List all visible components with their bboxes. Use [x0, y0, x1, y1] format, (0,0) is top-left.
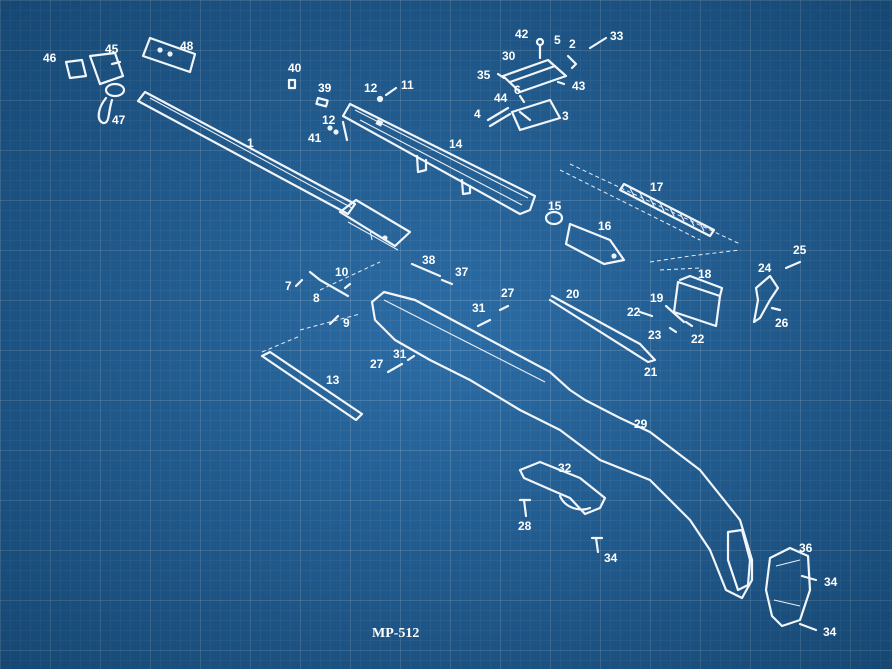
label-27a: 27 — [501, 286, 515, 300]
label-15: 15 — [548, 199, 562, 213]
label-3: 3 — [562, 109, 569, 123]
label-16: 16 — [598, 219, 612, 233]
part-small-screws — [518, 498, 818, 632]
label-8: 8 — [313, 291, 320, 305]
label-42: 42 — [515, 27, 529, 41]
label-34a: 34 — [604, 551, 618, 565]
label-4: 4 — [474, 107, 481, 121]
label-17: 17 — [650, 180, 664, 194]
label-12b: 12 — [322, 113, 336, 127]
label-30: 30 — [502, 49, 516, 63]
label-35: 35 — [477, 68, 491, 82]
label-34b: 34 — [824, 575, 838, 589]
part-trigger-housing — [638, 249, 741, 334]
label-46: 46 — [43, 51, 57, 65]
part-axle-pin — [410, 262, 454, 286]
label-5: 5 — [554, 33, 561, 47]
label-21: 21 — [644, 365, 658, 379]
label-47: 47 — [112, 113, 126, 127]
label-18: 18 — [698, 267, 712, 281]
label-48: 48 — [180, 39, 194, 53]
label-40: 40 — [288, 61, 302, 75]
part-spring-and-piston — [544, 163, 741, 266]
part-stock-screws — [386, 304, 510, 374]
part-trigger — [752, 260, 802, 324]
label-25: 25 — [793, 243, 807, 257]
part-rear-sight — [486, 36, 608, 132]
part-small-pins — [287, 78, 398, 142]
label-19: 19 — [650, 291, 664, 305]
label-36: 36 — [799, 541, 813, 555]
part-trigger-guard — [518, 460, 607, 516]
label-26: 26 — [775, 316, 789, 330]
label-14: 14 — [449, 137, 463, 151]
part-barrel — [136, 90, 412, 251]
label-43: 43 — [572, 79, 586, 93]
label-28: 28 — [518, 519, 532, 533]
label-38: 38 — [422, 253, 436, 267]
diagram-title: MP-512 — [372, 626, 419, 641]
label-41: 41 — [308, 131, 322, 145]
label-45: 45 — [105, 42, 119, 56]
label-10: 10 — [335, 265, 349, 279]
label-22a: 22 — [627, 305, 641, 319]
label-7: 7 — [285, 279, 292, 293]
label-11: 11 — [401, 78, 414, 92]
label-27b: 27 — [370, 357, 384, 371]
label-31a: 31 — [472, 301, 486, 315]
part-side-rail — [260, 335, 364, 422]
label-1: 1 — [247, 136, 254, 150]
label-23: 23 — [648, 328, 662, 342]
label-6: 6 — [514, 83, 521, 97]
label-9: 9 — [343, 316, 350, 330]
part-receiver — [341, 102, 537, 216]
part-stock — [370, 290, 754, 600]
label-34c: 34 — [823, 625, 837, 639]
label-33: 33 — [610, 29, 624, 43]
part-muzzle-group — [64, 36, 197, 125]
label-22b: 22 — [691, 332, 705, 346]
label-24: 24 — [758, 261, 772, 275]
part-cocking-lever — [548, 294, 657, 364]
label-2: 2 — [569, 37, 576, 51]
label-29: 29 — [634, 417, 648, 431]
label-31b: 31 — [393, 347, 407, 361]
label-39: 39 — [318, 81, 332, 95]
label-37: 37 — [455, 265, 469, 279]
label-32: 32 — [558, 461, 572, 475]
label-20: 20 — [566, 287, 580, 301]
part-labels: 1 2 3 4 5 6 7 8 9 10 11 12 12 13 14 15 1… — [43, 27, 838, 639]
part-linkage — [294, 261, 381, 331]
label-13: 13 — [326, 373, 340, 387]
label-44: 44 — [494, 91, 508, 105]
label-12a: 12 — [364, 81, 378, 95]
part-butt-pad — [764, 546, 812, 628]
